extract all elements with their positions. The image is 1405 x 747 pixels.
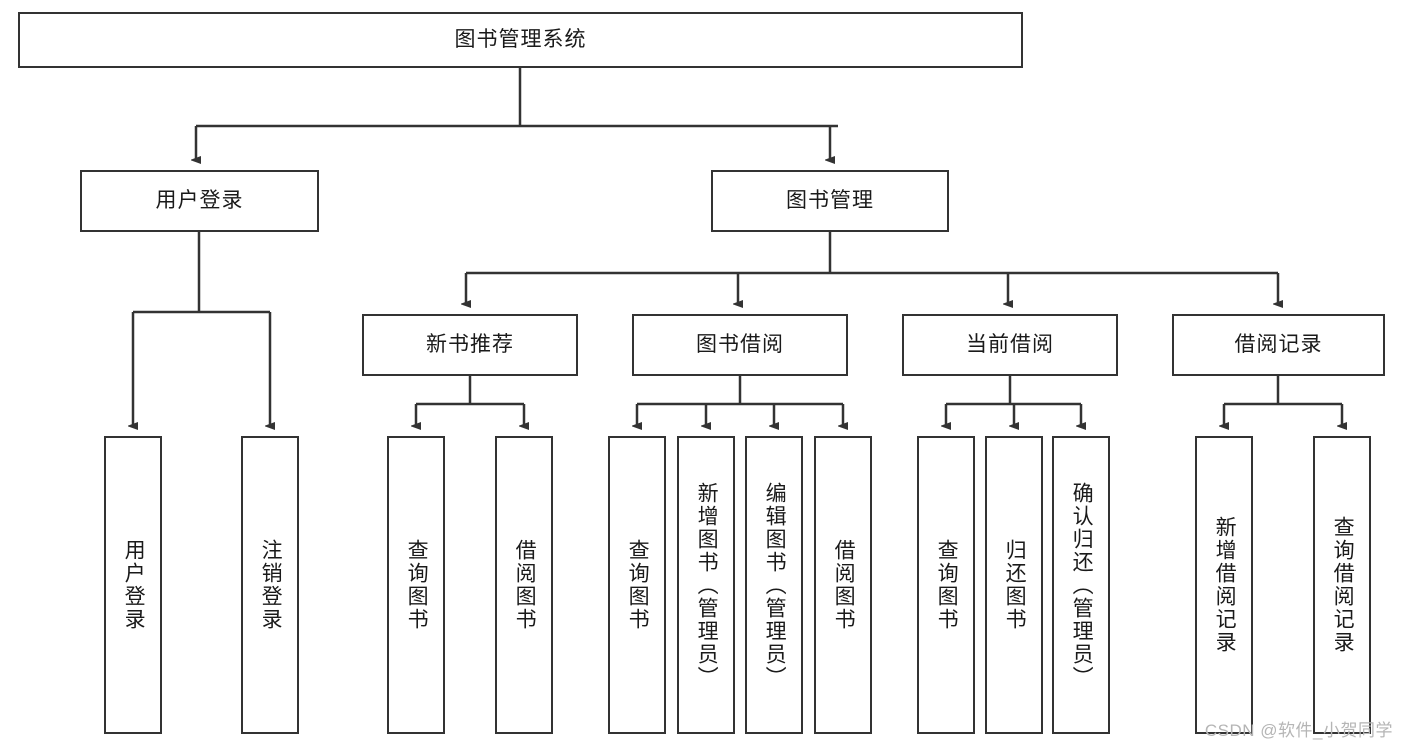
node-label: 查询借阅记录	[1331, 516, 1355, 654]
leaf-edit-book-admin[interactable]: 编辑图书（管理员）	[745, 436, 803, 734]
leaf-add-borrow-record[interactable]: 新增借阅记录	[1195, 436, 1253, 734]
node-current-borrow[interactable]: 当前借阅	[902, 314, 1118, 376]
leaf-confirm-return-admin[interactable]: 确认归还（管理员）	[1052, 436, 1110, 734]
node-label: 图书管理	[786, 189, 874, 213]
node-label: 注销登录	[259, 539, 283, 631]
node-label: 查询图书	[626, 539, 650, 631]
node-label: 编辑图书（管理员）	[763, 481, 787, 689]
node-label: 当前借阅	[966, 333, 1054, 357]
leaf-user-login[interactable]: 用户登录	[104, 436, 162, 734]
node-label: 查询图书	[405, 539, 429, 631]
node-label: 图书借阅	[696, 333, 784, 357]
leaf-query-borrow-record[interactable]: 查询借阅记录	[1313, 436, 1371, 734]
leaf-logout[interactable]: 注销登录	[241, 436, 299, 734]
leaf-add-book-admin[interactable]: 新增图书（管理员）	[677, 436, 735, 734]
node-label: 新书推荐	[426, 333, 514, 357]
csdn-watermark: CSDN @软件_小贺同学	[1204, 721, 1393, 740]
leaf-return-book[interactable]: 归还图书	[985, 436, 1043, 734]
node-label: 图书管理系统	[454, 28, 587, 52]
leaf-query-book-current[interactable]: 查询图书	[917, 436, 975, 734]
node-label: 用户登录	[122, 539, 146, 631]
node-label: 借阅记录	[1234, 333, 1323, 357]
leaf-borrow-book-newbook[interactable]: 借阅图书	[495, 436, 553, 734]
node-label: 借阅图书	[513, 539, 537, 631]
node-new-book-recommend[interactable]: 新书推荐	[362, 314, 578, 376]
node-label: 查询图书	[935, 539, 959, 631]
node-book-borrow[interactable]: 图书借阅	[632, 314, 848, 376]
node-book-management[interactable]: 图书管理	[711, 170, 949, 232]
node-label: 确认归还（管理员）	[1070, 481, 1094, 689]
node-label: 借阅图书	[832, 539, 856, 631]
leaf-borrow-book[interactable]: 借阅图书	[814, 436, 872, 734]
node-label: 新增图书（管理员）	[695, 481, 719, 689]
node-user-login[interactable]: 用户登录	[80, 170, 319, 232]
node-borrow-record[interactable]: 借阅记录	[1172, 314, 1385, 376]
leaf-query-book-borrow[interactable]: 查询图书	[608, 436, 666, 734]
node-label: 用户登录	[155, 189, 244, 213]
leaf-query-book-newbook[interactable]: 查询图书	[387, 436, 445, 734]
node-label: 新增借阅记录	[1213, 516, 1237, 654]
node-root-book-management-system[interactable]: 图书管理系统	[18, 12, 1023, 68]
node-label: 归还图书	[1003, 539, 1027, 631]
